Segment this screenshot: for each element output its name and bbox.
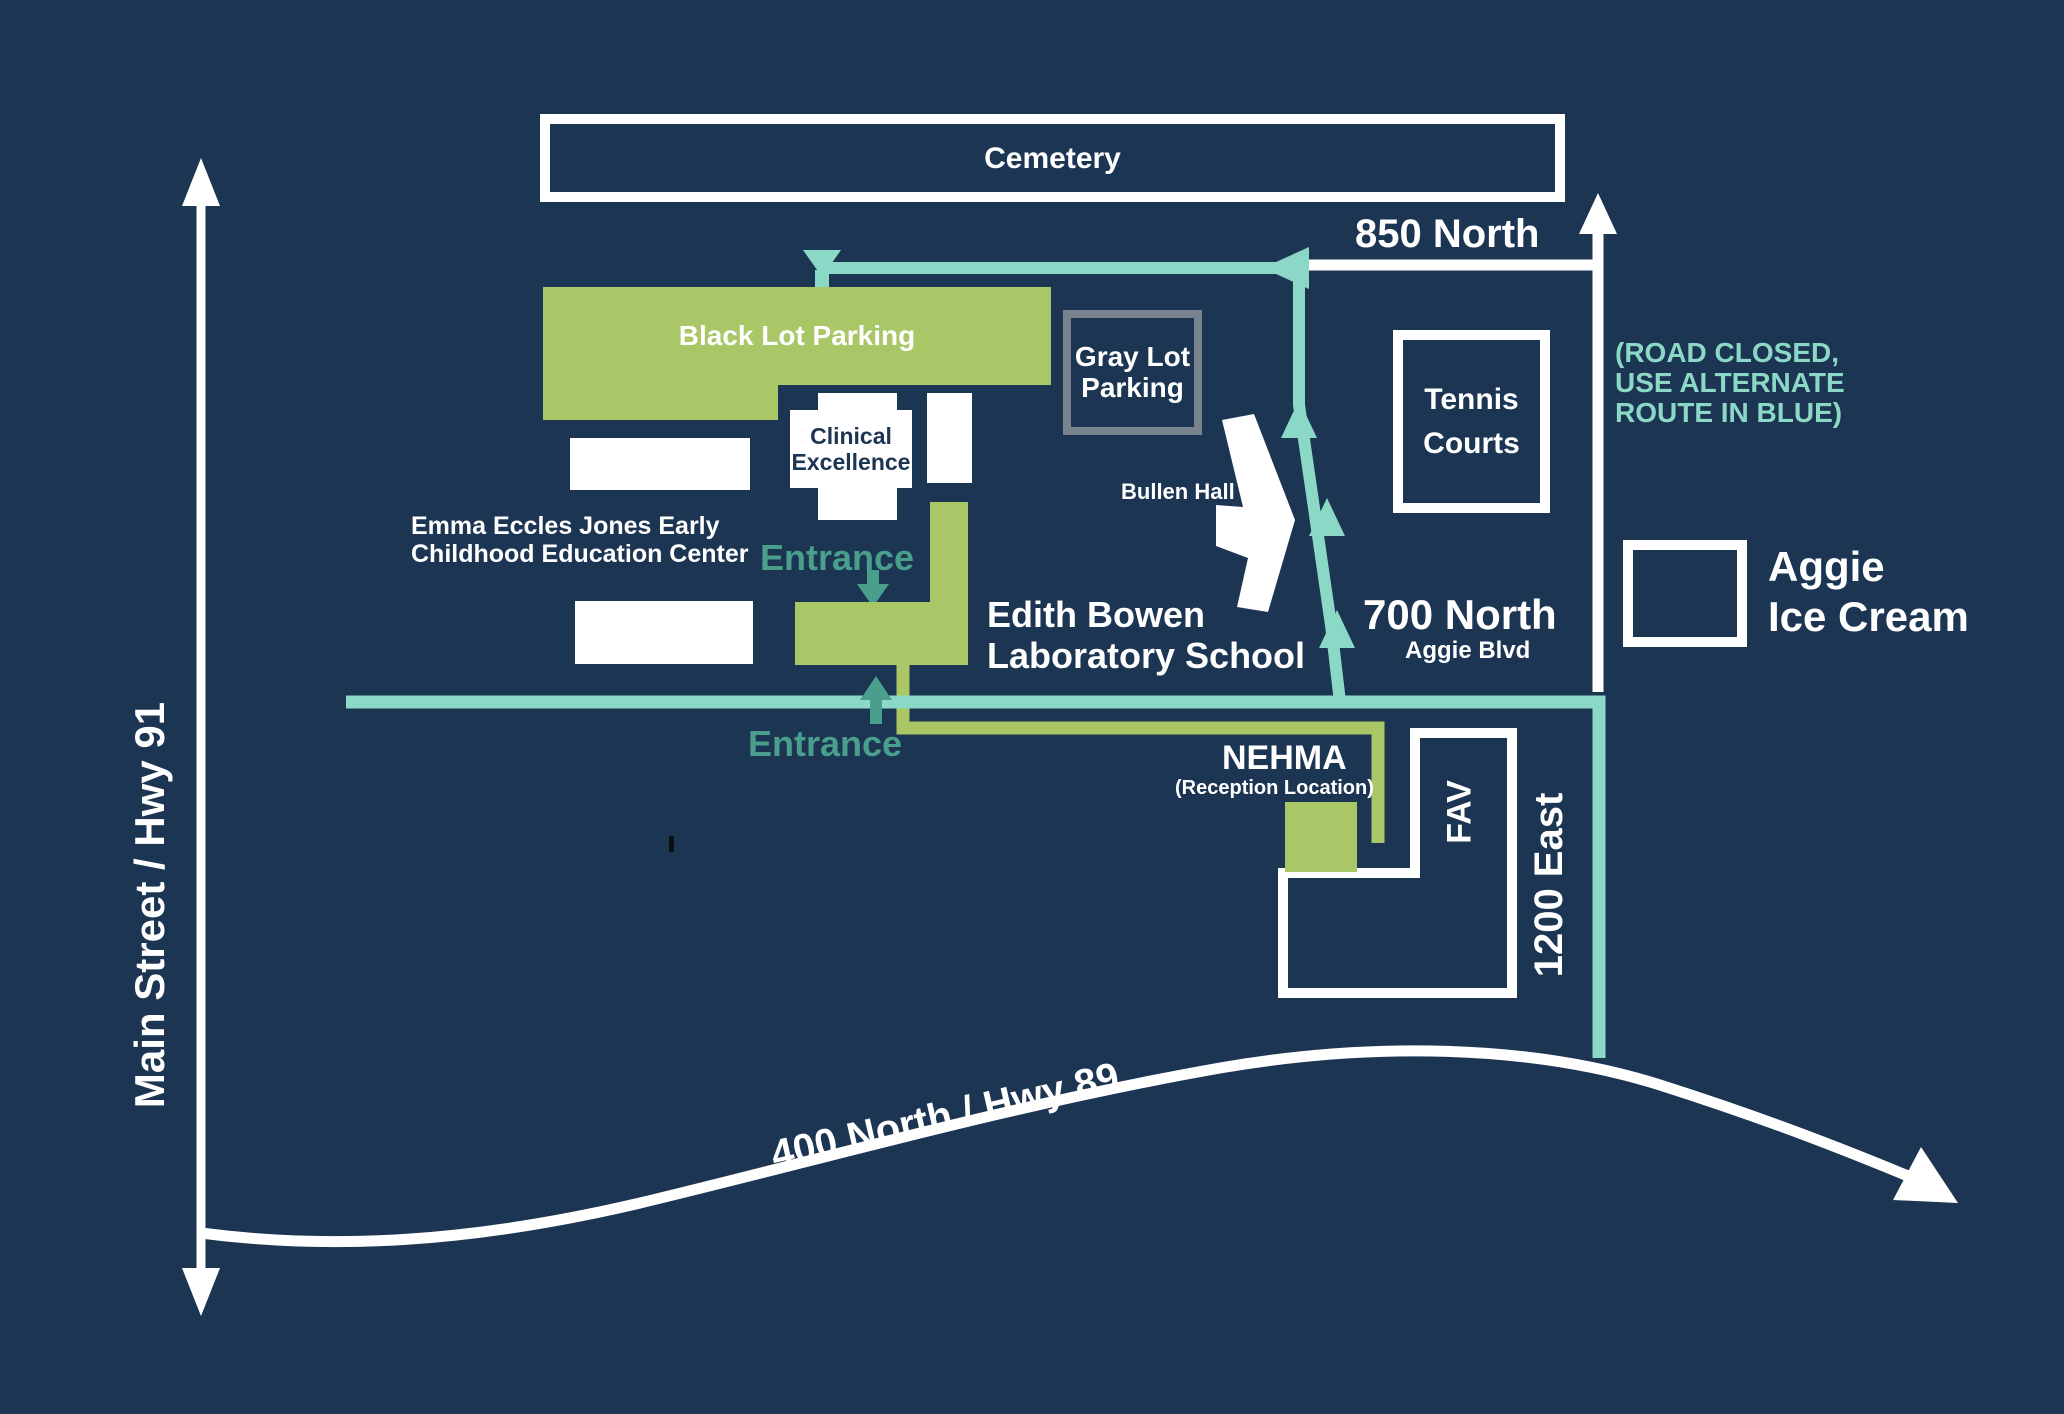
nehma-label: NEHMA	[1222, 739, 1347, 777]
road-closed-line3: ROUTE IN BLUE)	[1615, 397, 1843, 428]
aggie-ice-cream-box	[1623, 540, 1747, 647]
entrance-south-arrow-stem	[870, 698, 882, 724]
main-street-south-arrow-icon	[182, 1268, 220, 1316]
alt-route-vertical	[1293, 262, 1346, 703]
entrance-south-arrow-icon	[860, 676, 892, 700]
bullen-hall-label: Bullen Hall	[1121, 479, 1235, 504]
tennis-label-line1: Tennis	[1424, 383, 1519, 416]
black-lot-label: Black Lot Parking	[678, 319, 916, 351]
alt-route-up-arrow-1-icon	[1281, 400, 1317, 438]
road-closed-note: (ROAD CLOSED, USE ALTERNATE ROUTE IN BLU…	[1615, 338, 1845, 428]
tennis-courts-box: Tennis Courts	[1393, 330, 1550, 513]
stray-tick-mark	[669, 836, 674, 852]
cemetery-box: Cemetery	[540, 114, 1565, 202]
gray-lot-parking-box: Gray Lot Parking	[1063, 310, 1202, 435]
street-main-label: Main Street / Hwy 91	[125, 701, 173, 1109]
street-850-north-label: 850 North	[1355, 212, 1540, 256]
road-400-north-curve	[200, 1045, 1911, 1248]
aggie-blvd-label: Aggie Blvd	[1405, 637, 1531, 664]
aggie-label-line1: Aggie	[1768, 543, 1885, 590]
main-street-north-arrow-icon	[182, 158, 220, 206]
nehma-sub-label: (Reception Location)	[1175, 777, 1374, 799]
teal-road-700-north	[346, 695, 1606, 1058]
aggie-label-line2: Ice Cream	[1768, 593, 1969, 640]
clinical-label-line1: Clinical	[810, 423, 892, 449]
edith-bowen-building-v	[930, 502, 968, 665]
entrance-south-label: Entrance	[748, 723, 903, 764]
emma-building-south	[575, 601, 753, 664]
street-1200-east-label: 1200 East	[1527, 792, 1571, 978]
entrance-north-arrow-icon	[857, 584, 889, 607]
cemetery-label: Cemetery	[984, 141, 1121, 175]
emma-label: Emma Eccles Jones Early Childhood Educat…	[411, 512, 749, 568]
nehma-building	[1285, 802, 1357, 872]
alt-route-up-arrow-3-icon	[1319, 610, 1355, 648]
fav-building-outline	[1278, 728, 1517, 998]
black-lot-parking-area-extension	[543, 385, 778, 420]
clinical-excellence-label: Clinical Excellence	[786, 418, 916, 480]
fav-label: FAV	[1440, 780, 1479, 844]
black-lot-parking-area	[543, 287, 1051, 385]
alt-route-down-arrow-icon	[803, 250, 841, 277]
black-lot-label-wrap: Black Lot Parking	[543, 287, 1051, 385]
street-700-north-label: 700 North	[1363, 591, 1557, 638]
entrance-north-arrow-stem	[867, 570, 879, 586]
road-closed-line2: USE ALTERNATE	[1615, 367, 1845, 398]
emma-label-line2: Childhood Education Center	[411, 540, 749, 568]
alt-route-down-arrow-stem	[815, 270, 829, 292]
edith-label-line1: Edith Bowen	[987, 594, 1205, 635]
emma-building-north	[570, 438, 750, 490]
edith-bowen-label: Edith Bowen Laboratory School	[987, 594, 1305, 676]
gray-lot-label-line1: Gray Lot	[1074, 340, 1191, 372]
alt-route-up-arrow-2-icon	[1309, 498, 1345, 536]
tennis-label-line2: Courts	[1423, 426, 1520, 460]
clinical-excellence-building-h	[790, 410, 912, 488]
road-closed-line1: (ROAD CLOSED,	[1615, 337, 1839, 368]
aggie-ice-cream-label: Aggie Ice Cream	[1768, 542, 1969, 642]
road-400-north-arrow-icon	[1893, 1147, 1958, 1203]
gray-lot-label-line2: Parking	[1081, 371, 1184, 403]
entrance-north-label: Entrance	[760, 537, 915, 578]
edith-label-line2: Laboratory School	[987, 635, 1306, 676]
bullen-hall-building	[1216, 414, 1295, 612]
road-1200-east-arrow-icon	[1579, 193, 1617, 234]
clinical-annex-building	[927, 393, 972, 483]
emma-label-line1: Emma Eccles Jones Early	[411, 512, 720, 540]
green-entrance-route	[896, 660, 1385, 843]
clinical-label-line2: Excellence	[791, 449, 911, 475]
